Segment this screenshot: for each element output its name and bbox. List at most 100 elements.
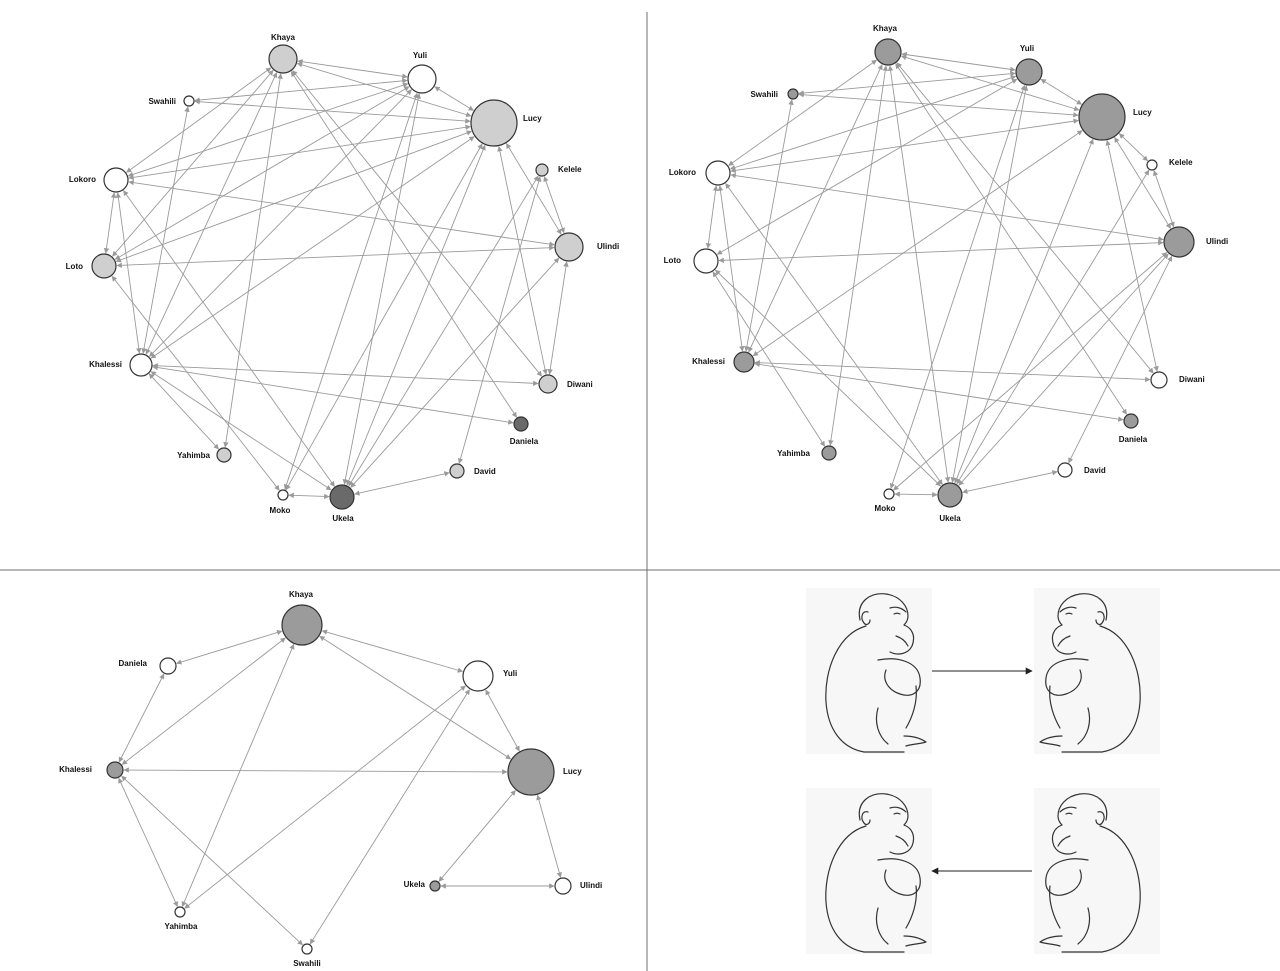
node-label-lucy: Lucy <box>523 114 542 123</box>
node-yuli <box>1015 58 1043 86</box>
edge-khalessi-diwani <box>152 363 539 386</box>
edge-lokoro-ukela <box>123 190 335 487</box>
node-yuli <box>462 660 494 692</box>
node-yahimba <box>216 447 232 463</box>
edge-khaya-khalessi <box>145 72 278 355</box>
edge-yuli-moko <box>889 84 1026 489</box>
edge-lucy-khalessi <box>150 136 475 359</box>
node-swahili <box>787 88 799 100</box>
edges-top-right <box>705 52 1175 498</box>
node-ukela <box>429 880 441 892</box>
edge-swahili-lucy <box>194 99 471 124</box>
edge-khaya-yuli <box>321 629 464 673</box>
node-lucy <box>507 748 555 796</box>
edge-khaya-lucy <box>319 635 512 760</box>
edge-khalessi-yahimba <box>118 777 178 907</box>
edge-lokoro-khalessi <box>115 192 142 354</box>
node-label-yuli: Yuli <box>413 51 427 60</box>
node-label-yahimba: Yahimba <box>777 449 810 458</box>
node-label-swahili: Swahili <box>293 959 321 968</box>
edge-ulindi-loto <box>116 245 555 268</box>
edge-lucy-ukela <box>954 138 1094 484</box>
edge-moko-ukela <box>894 491 938 498</box>
edge-kelele-ulindi <box>1153 170 1175 228</box>
node-kelele <box>1146 159 1158 171</box>
node-david <box>449 463 465 479</box>
node-yuli <box>407 64 437 94</box>
edge-yuli-yahimba <box>184 685 466 909</box>
node-label-moko: Moko <box>270 506 291 515</box>
node-ulindi <box>554 232 584 262</box>
edge-khaya-daniela <box>176 629 283 665</box>
edge-khalessi-daniela <box>152 364 514 425</box>
edge-khaya-khalessi <box>748 64 883 353</box>
node-label-khalessi: Khalessi <box>59 765 92 774</box>
edge-swahili-lucy <box>798 92 1079 118</box>
node-label-kelele: Kelele <box>1169 158 1193 167</box>
edge-lokoro-loto <box>705 185 719 249</box>
node-label-yuli: Yuli <box>1020 44 1034 53</box>
node-label-ulindi: Ulindi <box>580 881 602 890</box>
edge-lucy-moko <box>285 143 483 491</box>
node-khaya <box>874 38 902 66</box>
edge-lokoro-loto <box>103 192 117 254</box>
edge-yuli-swahili <box>309 689 470 945</box>
node-ukela <box>329 484 355 510</box>
edge-yuli-ukela <box>342 93 421 485</box>
node-label-lucy: Lucy <box>563 767 582 776</box>
node-loto <box>693 248 719 274</box>
node-khalessi <box>733 351 755 373</box>
node-label-lokoro: Lokoro <box>669 168 696 177</box>
network-panel-top-left: KhayaYuliSwahiliLucyKeleleLokoroUlindiLo… <box>66 33 620 523</box>
node-lucy <box>470 99 518 147</box>
edge-lokoro-ukela <box>725 183 943 485</box>
edge-lucy-ukela <box>438 789 516 882</box>
node-david <box>1057 462 1073 478</box>
edge-yuli-swahili <box>194 78 408 103</box>
edge-lucy-lokoro <box>730 118 1079 174</box>
edge-khaya-khalessi <box>121 637 286 765</box>
node-label-khaya: Khaya <box>271 33 296 42</box>
node-khalessi <box>129 353 153 377</box>
edge-lokoro-khalessi <box>717 185 745 352</box>
edge-khaya-yahimba <box>181 643 295 907</box>
edge-lucy-ulindi <box>536 794 562 878</box>
edge-lucy-loto <box>115 130 473 263</box>
node-label-ukela: Ukela <box>332 514 354 523</box>
node-yahimba <box>174 906 186 918</box>
node-label-ukela: Ukela <box>939 514 961 523</box>
node-lokoro <box>705 160 731 186</box>
edge-ukela-david <box>354 471 450 496</box>
chimp-illustration <box>806 588 1160 954</box>
node-label-lokoro: Lokoro <box>69 175 96 184</box>
node-ulindi <box>554 877 572 895</box>
node-label-khaya: Khaya <box>289 590 314 599</box>
edge-ulindi-david <box>1068 255 1173 464</box>
edge-ulindi-moko <box>893 252 1168 491</box>
edge-yuli-moko <box>283 92 419 490</box>
node-label-daniela: Daniela <box>510 437 539 446</box>
chimp-frame-row1-right <box>1034 588 1160 754</box>
node-lokoro <box>103 167 129 193</box>
edge-yuli-loto <box>114 86 410 260</box>
edges-bottom-left <box>118 629 562 946</box>
edge-ulindi-ukela <box>350 257 560 488</box>
edge-daniela-khalessi <box>118 673 165 763</box>
edge-yahimba-khalessi <box>148 373 219 450</box>
edge-lucy-khalessi <box>752 130 1083 357</box>
node-label-daniela: Daniela <box>1119 435 1148 444</box>
node-diwani <box>1150 371 1168 389</box>
chimp-frame-row2-left <box>806 788 932 954</box>
nodes-top-right: KhayaYuliSwahiliLucyKeleleLokoroUlindiLo… <box>664 24 1229 523</box>
edge-ukela-kelele <box>348 175 539 487</box>
edge-khaya-yuli <box>901 52 1016 72</box>
node-label-loto: Loto <box>66 262 83 271</box>
node-label-khaya: Khaya <box>873 24 898 33</box>
node-daniela <box>513 416 529 432</box>
node-label-daniela: Daniela <box>119 659 148 668</box>
edge-khaya-yuli <box>297 59 408 79</box>
edge-ulindi-diwani <box>547 261 569 375</box>
